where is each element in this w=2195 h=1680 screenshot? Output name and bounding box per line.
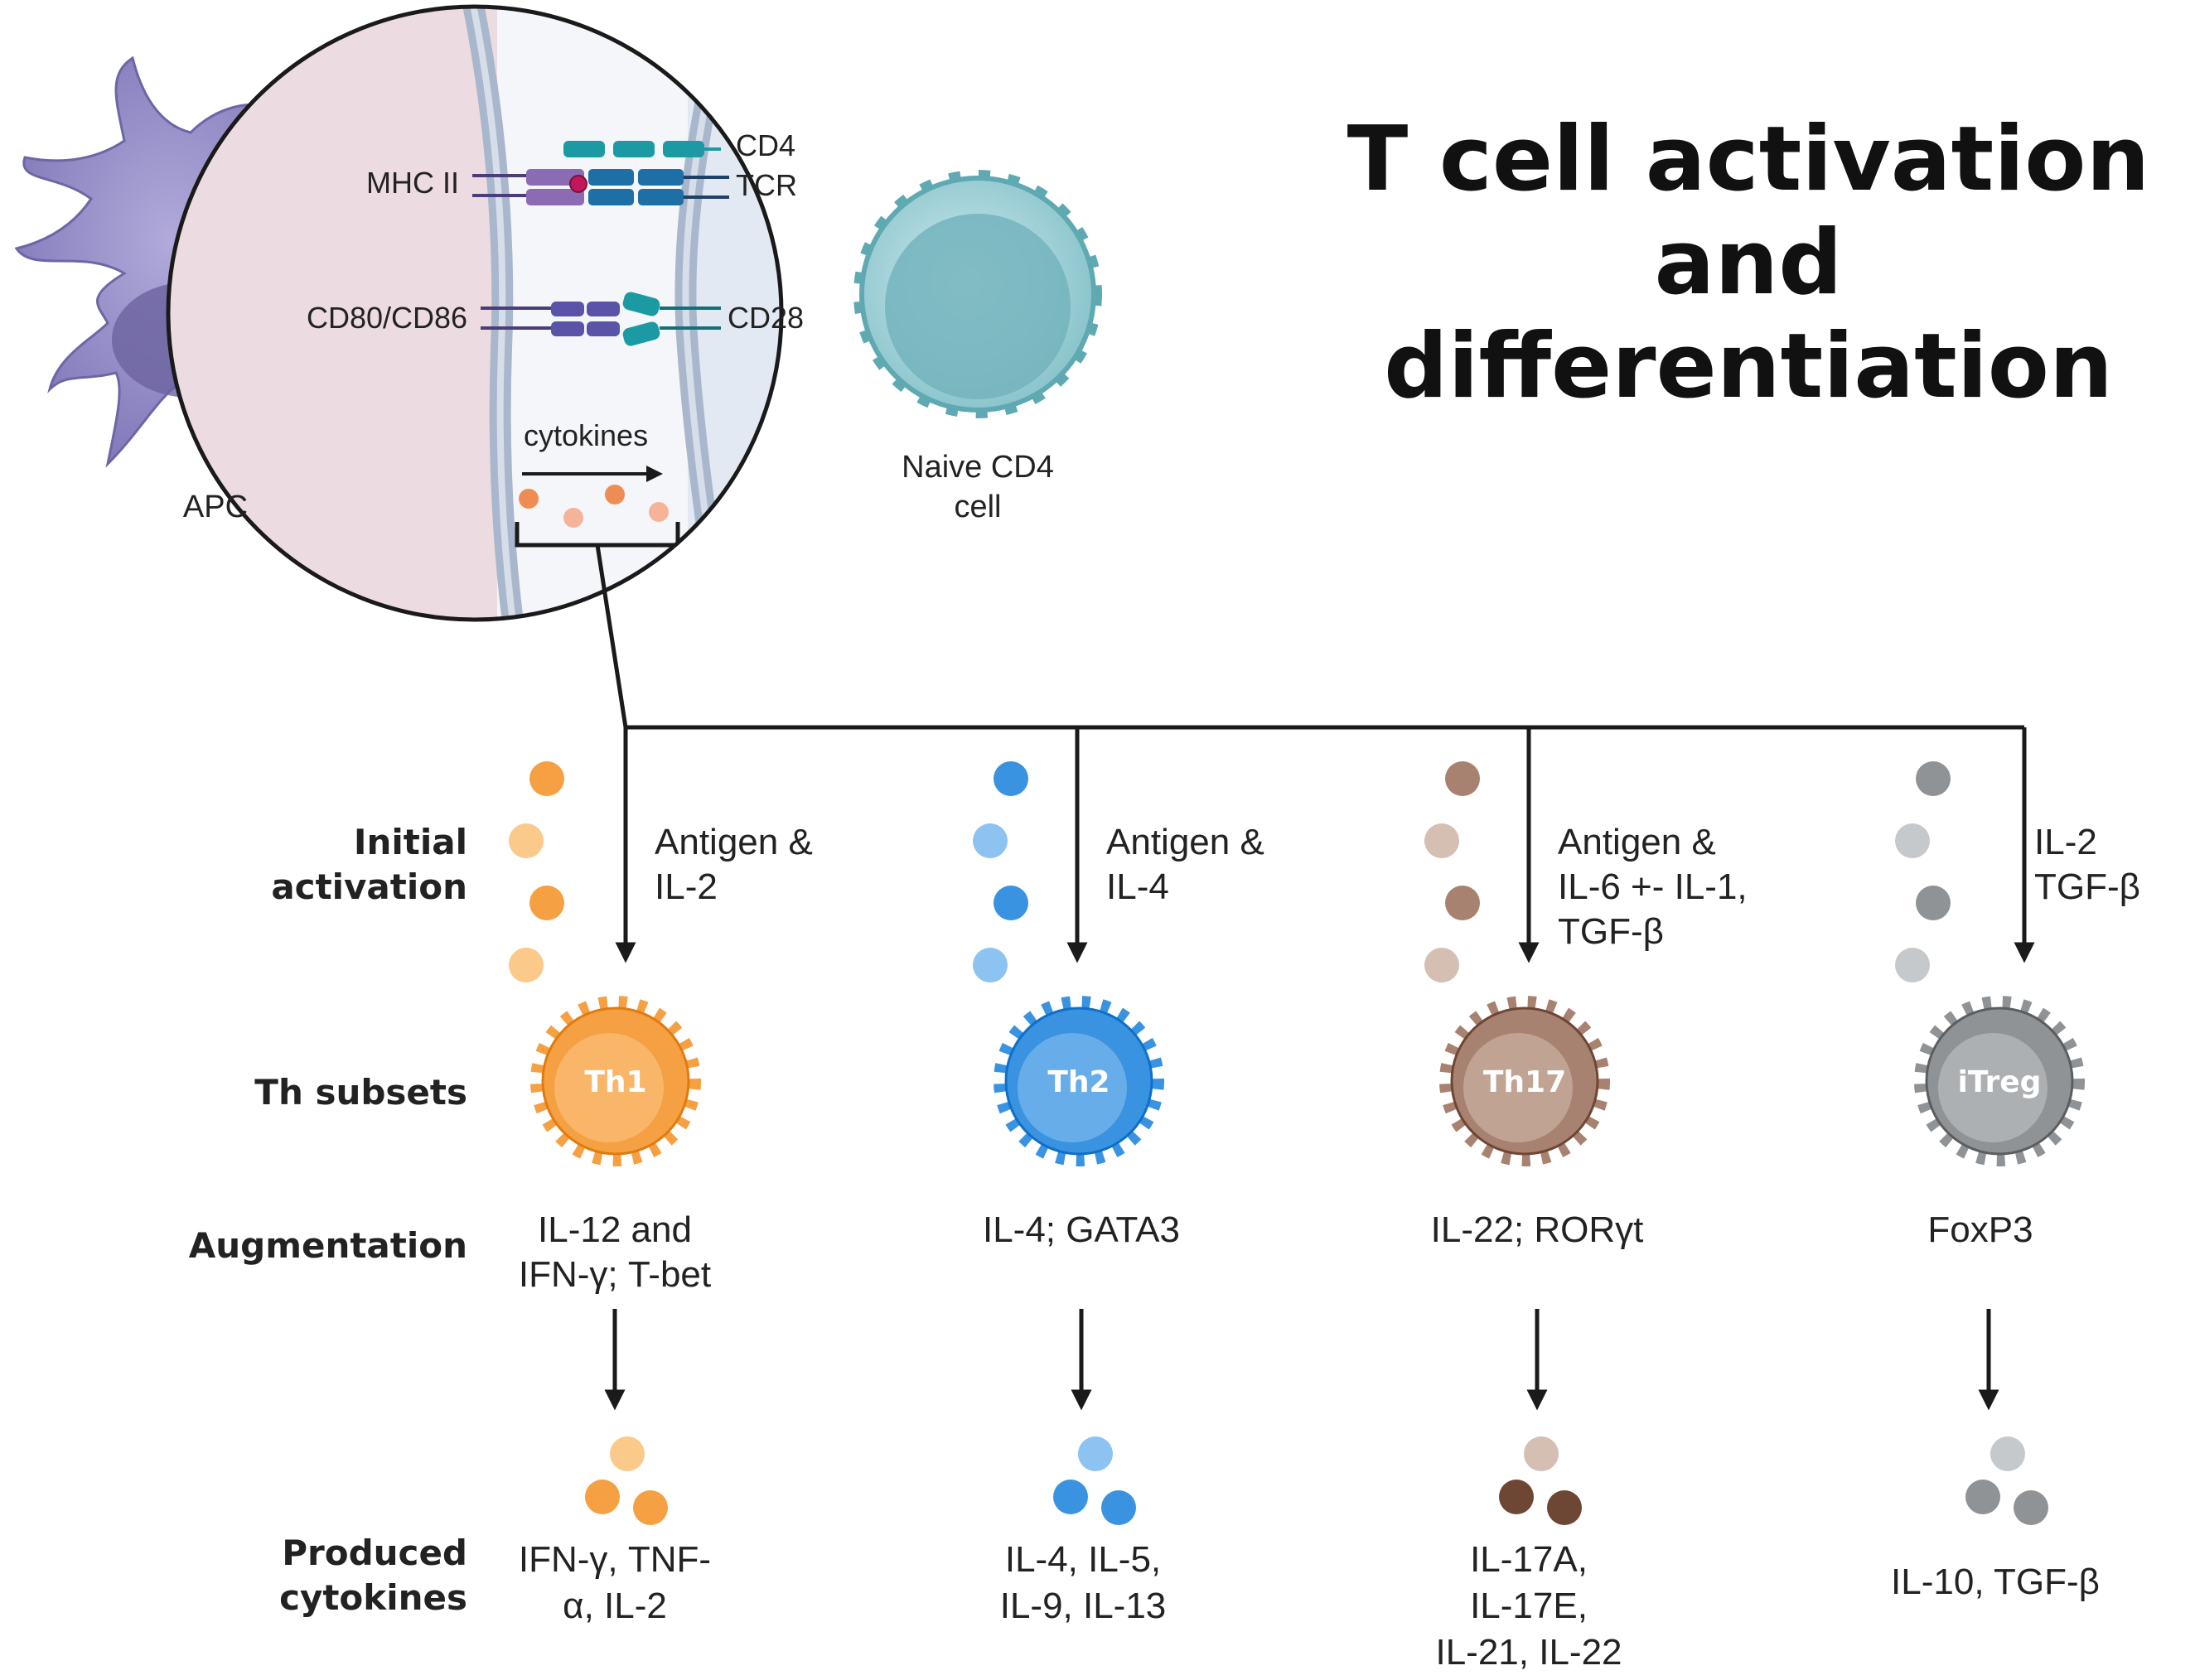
cd80-label: CD80/CD86: [307, 301, 468, 335]
mhc-label: MHC II: [366, 166, 459, 200]
produced-line-th17: IL-17E,: [1470, 1586, 1588, 1626]
stimulus-dot-th2: [994, 886, 1028, 920]
product-dot-th2: [1078, 1436, 1113, 1471]
row-label-th-subsets: Th subsets: [254, 1072, 467, 1113]
condition-th1: Antigen & IL-2: [655, 822, 813, 907]
naive-cd4-cell: [853, 170, 1102, 418]
produced-line-th2: IL-4, IL-5,: [1004, 1539, 1162, 1580]
produced-th17: IL-17A, IL-17E, IL-21, IL-22: [1380, 1537, 1678, 1676]
product-dot-itreg: [1990, 1436, 2025, 1471]
product-dot-itreg: [1965, 1480, 2000, 1514]
subset-label-itreg: iTreg: [1958, 1065, 2042, 1099]
apc-label: APC: [182, 490, 249, 524]
stimulus-dot-itreg: [1895, 823, 1930, 858]
naive-cd4-label-line1: Naive CD4: [902, 450, 1054, 485]
title-line-1: T cell activation and: [1346, 108, 2150, 315]
tcr-label: TCR: [736, 168, 797, 202]
augmentation-line-itreg: FoxP3: [1927, 1209, 2033, 1250]
row-label-produced-cytokines: Produced cytokines: [279, 1531, 467, 1620]
row-label-produced-line2: cytokines: [279, 1577, 467, 1618]
row-label-initial-line1: Initial: [353, 822, 467, 862]
augmentation-th2: IL-4; GATA3: [932, 1208, 1230, 1253]
column-th2: Th2: [973, 727, 1164, 1525]
cytokines-label: cytokines: [524, 418, 649, 452]
stimulus-dot-th2: [973, 948, 1008, 982]
produced-th1: IFN-γ, TNF-α, IL-2: [466, 1537, 764, 1629]
produced-line-th2: IL-9, IL-13: [999, 1586, 1167, 1626]
product-dot-th1: [610, 1436, 645, 1471]
augmentation-th17: IL-22; RORγt: [1388, 1208, 1686, 1253]
stimulus-dot-th17: [1445, 886, 1480, 920]
subset-label-th1: Th1: [584, 1065, 646, 1099]
connector-lines: [595, 544, 2024, 730]
stimulus-dot-th2: [973, 823, 1008, 858]
produced-line-th1: α, IL-2: [563, 1586, 667, 1626]
cell-nucleus-th17: [1463, 1033, 1573, 1142]
augmentation-line-th1: IL-12 and: [538, 1209, 692, 1250]
stimulus-dot-th1: [509, 948, 544, 982]
product-dot-itreg: [2014, 1490, 2048, 1525]
cd4-label: CD4: [736, 128, 796, 162]
product-dot-th1: [633, 1490, 668, 1525]
page-title: T cell activation and differentiation: [1309, 108, 2188, 418]
produced-th2: IL-4, IL-5, IL-9, IL-13: [934, 1537, 1232, 1629]
product-dot-th17: [1524, 1436, 1559, 1471]
cell-ruffle-th1: [530, 996, 701, 1166]
subset-label-th2: Th2: [1047, 1065, 1110, 1099]
cell-ruffle-th2: [994, 996, 1164, 1166]
stimulus-dot-th2: [994, 761, 1028, 796]
product-dot-th2: [1053, 1480, 1088, 1514]
augmentation-line-th2: IL-4; GATA3: [982, 1209, 1180, 1250]
stimulus-dot-th17: [1445, 761, 1480, 796]
condition-th17: Antigen & IL-6 +- IL-1, TGF-β: [1558, 822, 1748, 952]
column-th17: Th17: [1424, 727, 1610, 1525]
produced-line-th17: IL-17A,: [1470, 1539, 1588, 1580]
cd28-label: CD28: [728, 301, 805, 335]
cell-nucleus-th2: [1018, 1033, 1127, 1142]
augmentation-line-th17: IL-22; RORγt: [1430, 1209, 1644, 1250]
cell-ruffle-itreg: [1914, 996, 2085, 1166]
column-itreg: iTreg: [1895, 727, 2085, 1525]
stimulus-dot-th17: [1424, 823, 1459, 858]
stimulus-dot-th1: [529, 886, 564, 920]
product-dot-th2: [1101, 1490, 1136, 1525]
product-dot-th17: [1499, 1480, 1534, 1514]
produced-line-th1: IFN-γ, TNF-: [518, 1539, 712, 1580]
naive-cd4-label: Naive CD4 cell: [887, 447, 1069, 527]
subset-label-th17: Th17: [1483, 1065, 1566, 1099]
cell-nucleus-th1: [554, 1033, 664, 1142]
columns-layer: Th1 Th2 Th17 iTreg: [509, 727, 2085, 1525]
row-label-augmentation: Augmentation: [188, 1225, 467, 1266]
augmentation-itreg: FoxP3: [1831, 1208, 2130, 1253]
column-th1: Th1: [509, 727, 701, 1525]
stimulus-dot-th17: [1424, 948, 1459, 982]
naive-cd4-label-line2: cell: [954, 490, 1002, 524]
product-dot-th1: [585, 1480, 620, 1514]
condition-th2: Antigen & IL-4: [1106, 822, 1264, 907]
cell-ruffle-th17: [1439, 996, 1610, 1166]
condition-itreg: IL-2 TGF-β: [2034, 822, 2140, 907]
stimulus-dot-th1: [529, 761, 564, 796]
stimulus-dot-itreg: [1895, 948, 1930, 982]
augmentation-line-th1: IFN-γ; T-bet: [518, 1254, 712, 1295]
title-line-2: differentiation: [1384, 315, 2113, 418]
produced-line-th17: IL-21, IL-22: [1435, 1632, 1622, 1673]
row-label-produced-line1: Produced: [282, 1533, 467, 1573]
stimulus-dot-th1: [509, 823, 544, 858]
row-label-initial-activation: Initial activation: [271, 820, 467, 910]
product-dot-th17: [1547, 1490, 1582, 1525]
produced-line-itreg: IL-10, TGF-β: [1891, 1562, 2100, 1602]
stimulus-dot-itreg: [1916, 886, 1951, 920]
row-label-initial-line2: activation: [271, 867, 467, 907]
cell-nucleus-itreg: [1938, 1033, 2048, 1142]
produced-itreg: IL-10, TGF-β: [1846, 1559, 2144, 1605]
stimulus-dot-itreg: [1916, 761, 1951, 796]
